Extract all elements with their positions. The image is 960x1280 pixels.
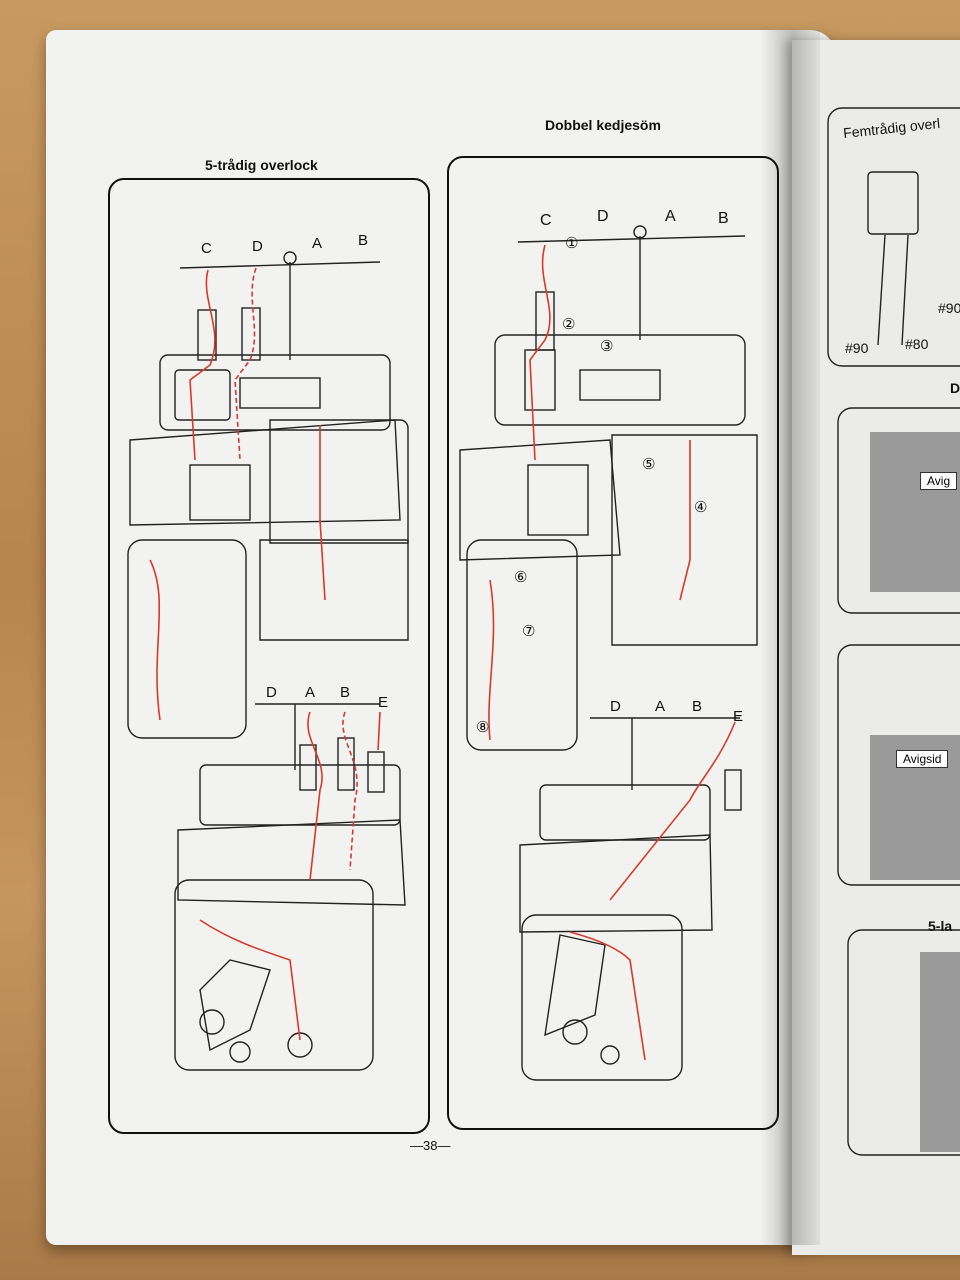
step-number: ③ (600, 338, 614, 355)
thread-label-a: A (312, 235, 323, 252)
thread-label-e: E (733, 708, 744, 725)
step-number: ② (562, 316, 576, 333)
step-number: ⑥ (514, 569, 528, 586)
thread-label-b: B (358, 232, 369, 249)
thread-label-d: D (266, 684, 277, 701)
thread-label-d: D (597, 208, 609, 225)
needle-label: #90 (845, 340, 869, 356)
step-number: ① (565, 235, 579, 252)
thread-label-b: B (718, 210, 729, 227)
step-number: ⑦ (522, 623, 536, 640)
thread-label-a: A (665, 208, 676, 225)
thread-label-a: A (655, 698, 666, 715)
page-gutter-shadow (760, 30, 820, 1245)
manual-page-left (46, 30, 836, 1245)
label-avigsid: Avigsid (896, 750, 949, 768)
panel-title-5-thread: 5-trådig overlock (205, 157, 318, 173)
thread-label-d: D (610, 698, 621, 715)
step-number: ⑤ (642, 456, 656, 473)
thread-label-c: C (201, 240, 212, 257)
step-number: ④ (694, 499, 708, 516)
label-avig: Avig (920, 472, 958, 490)
thread-label-b: B (340, 684, 351, 701)
thread-label-c: C (540, 212, 552, 229)
panel-double-chain-stitch (447, 156, 779, 1130)
panel-5-thread-overlock (108, 178, 430, 1134)
thread-label-b: B (692, 698, 703, 715)
step-number: ⑧ (476, 719, 490, 736)
page-number: —38— (410, 1138, 451, 1153)
needle-label: #80 (905, 336, 929, 352)
thread-label-d: D (252, 238, 263, 255)
label-5-la: 5-la (928, 918, 953, 934)
thread-label-a: A (305, 684, 316, 701)
section-letter: D (950, 380, 960, 396)
thread-label-e: E (378, 694, 389, 711)
needle-label: #90 (938, 300, 960, 316)
panel-title-double-chain: Dobbel kedjesöm (545, 117, 661, 133)
